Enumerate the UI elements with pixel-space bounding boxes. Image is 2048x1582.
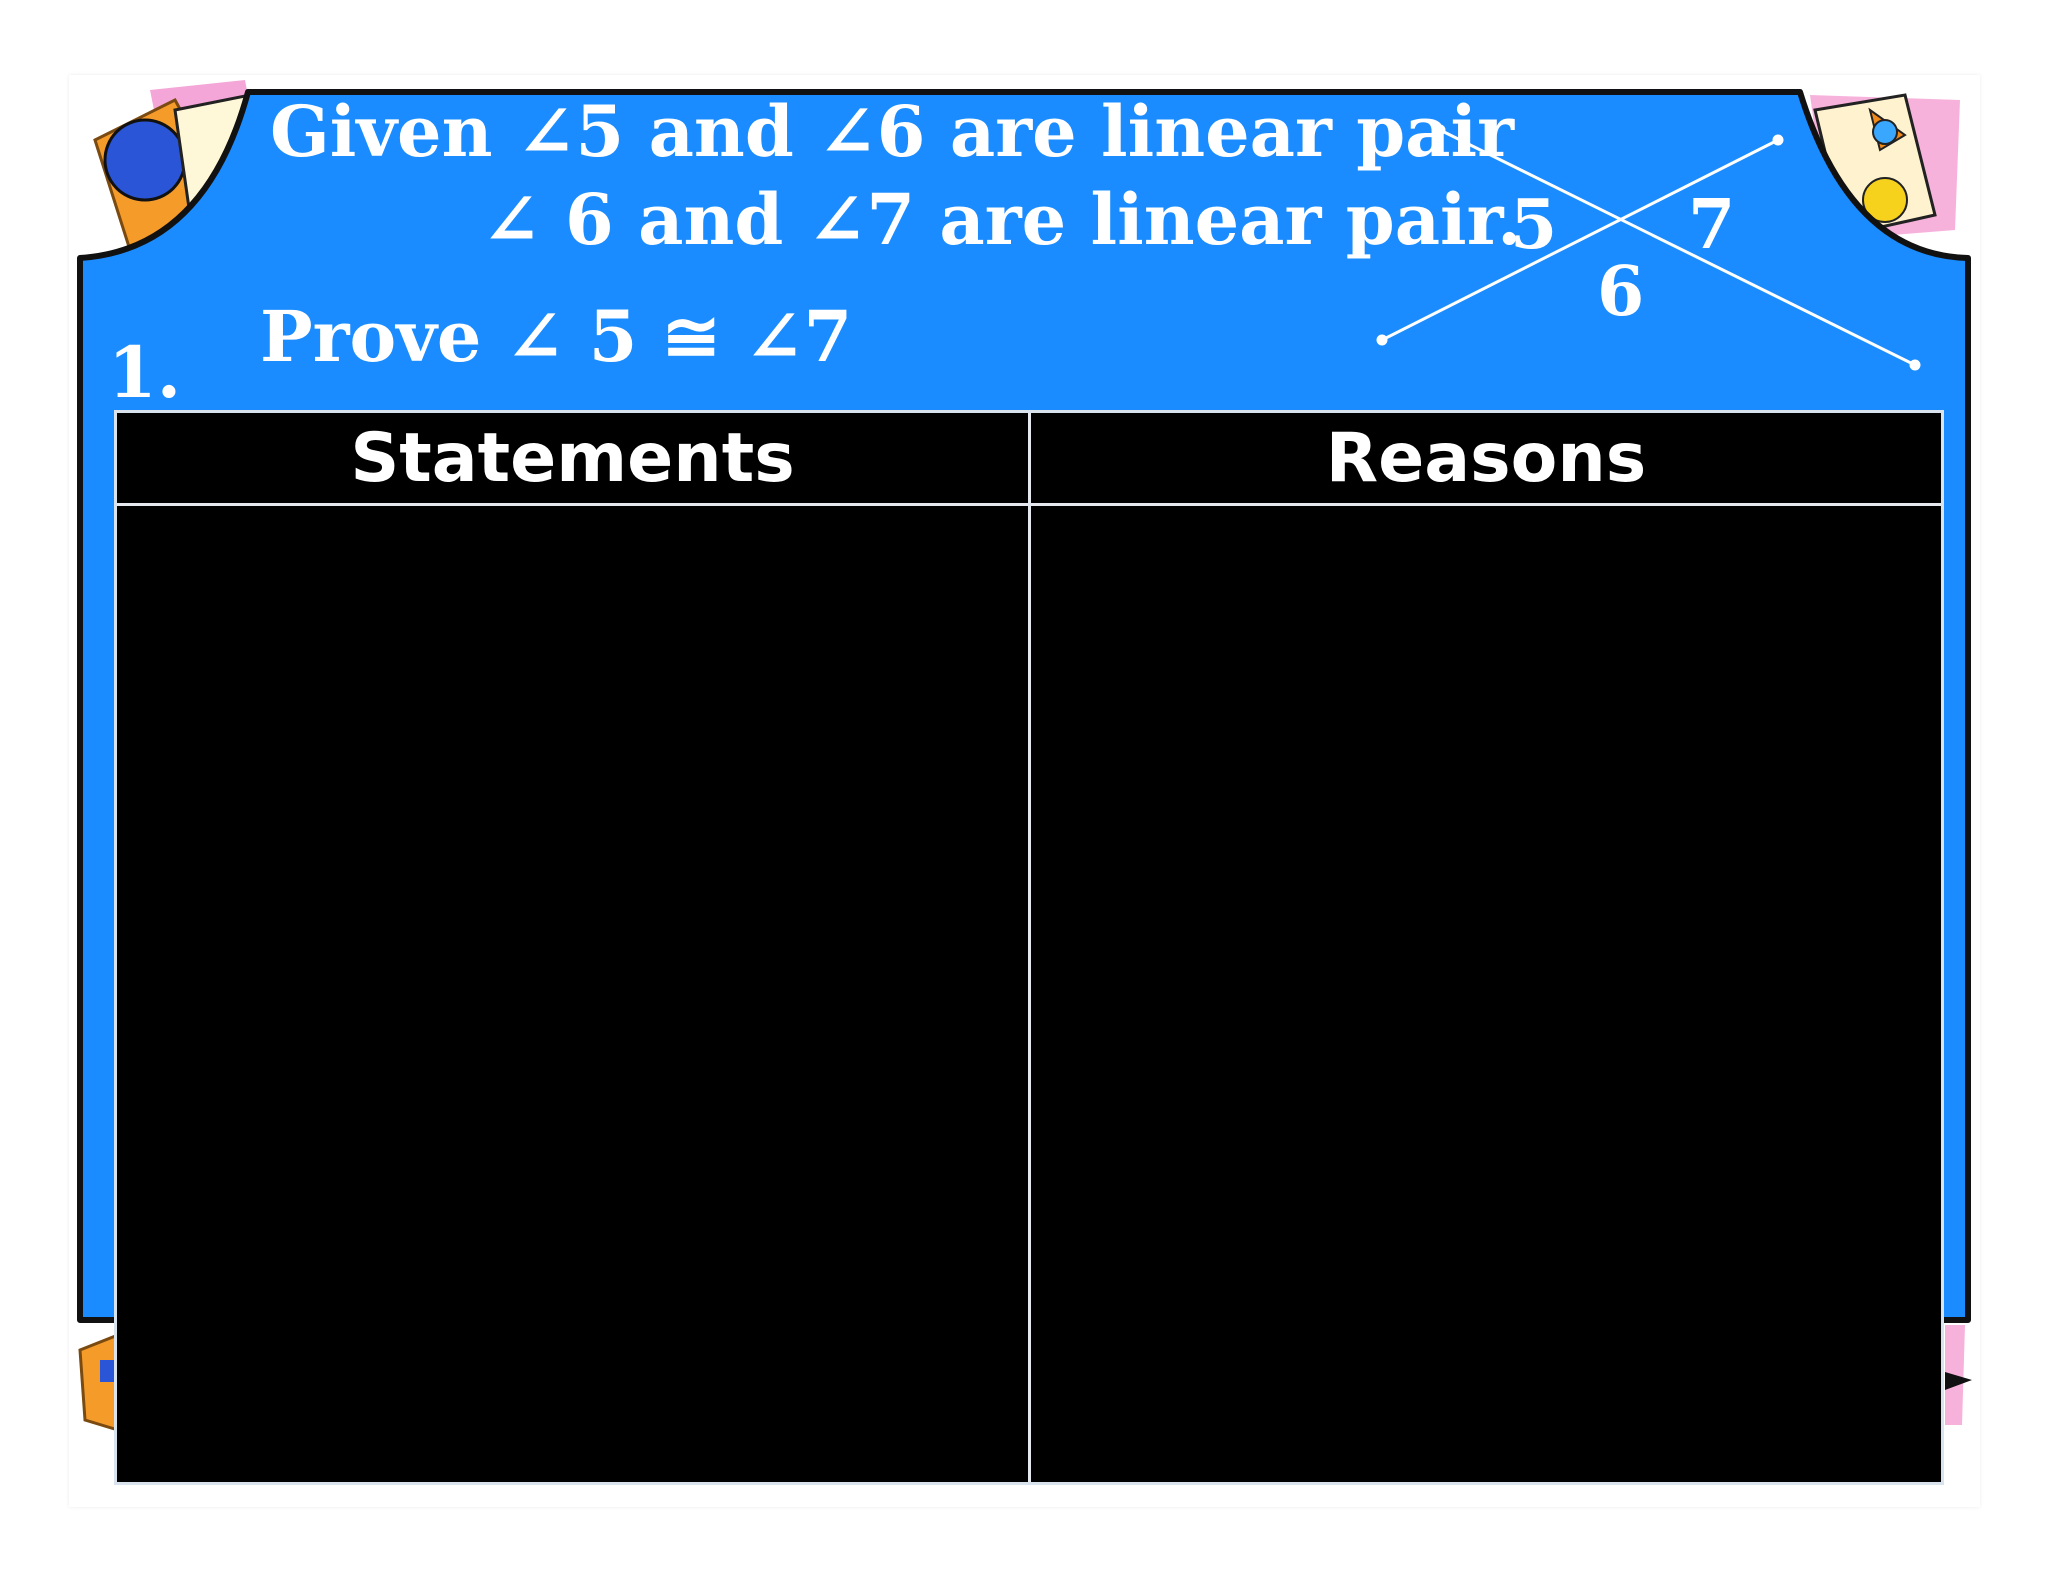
intersecting-lines-diagram: [1376, 124, 1921, 371]
two-column-proof-table: Statements Reasons: [114, 410, 1944, 1485]
given-statement-line-1: Given ∠5 and ∠6 are linear pair: [270, 90, 1515, 173]
angle-label-7: 7: [1688, 185, 1736, 265]
prove-statement: Prove ∠ 5 ≅ ∠7: [260, 295, 853, 378]
column-divider: [1028, 413, 1031, 1482]
reasons-header: Reasons: [1325, 419, 1647, 498]
geometry-tools-corner-bottom-left: [78, 1332, 120, 1433]
geometry-tools-corner-bottom-right: [1945, 1325, 1972, 1425]
statements-header: Statements: [350, 419, 795, 498]
angle-label-6: 6: [1597, 252, 1645, 332]
problem-number: 1.: [108, 331, 182, 414]
given-statement-line-2: ∠ 6 and ∠7 are linear pair.: [482, 178, 1522, 261]
angle-label-5: 5: [1510, 185, 1558, 265]
